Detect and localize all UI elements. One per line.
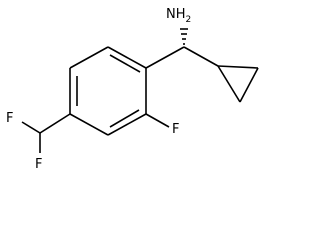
ring-bond — [69, 113, 109, 136]
ring-bond — [107, 46, 147, 69]
ring-to-difluoromethyl-bond — [39, 113, 71, 134]
ring-double-bond — [109, 54, 141, 73]
chiral-to-cyclopropyl-bond — [183, 46, 219, 67]
ring-fluorine-label: F — [172, 122, 179, 137]
ring-double-bond — [109, 109, 140, 128]
structure-diagram: NH2 F F F — [6, 7, 259, 172]
molecule-canvas: NH2 F F F — [6, 7, 259, 172]
difluoro-fluorine-lower-label: F — [35, 157, 42, 172]
ring-bond — [69, 46, 109, 69]
difluoro-fluorine-upper-label: F — [6, 111, 13, 126]
ring-to-fluorine-bond — [145, 113, 170, 128]
hashed-wedge-bond — [180, 28, 188, 45]
benzene-ring — [69, 46, 147, 136]
ring-to-chiral-bond — [145, 46, 185, 69]
cyclopropyl-ring — [217, 65, 259, 103]
amine-nitrogen-label: NH2 — [166, 7, 191, 25]
difluoromethyl-to-f-upper-bond — [21, 121, 41, 134]
ring-bond — [107, 113, 147, 136]
